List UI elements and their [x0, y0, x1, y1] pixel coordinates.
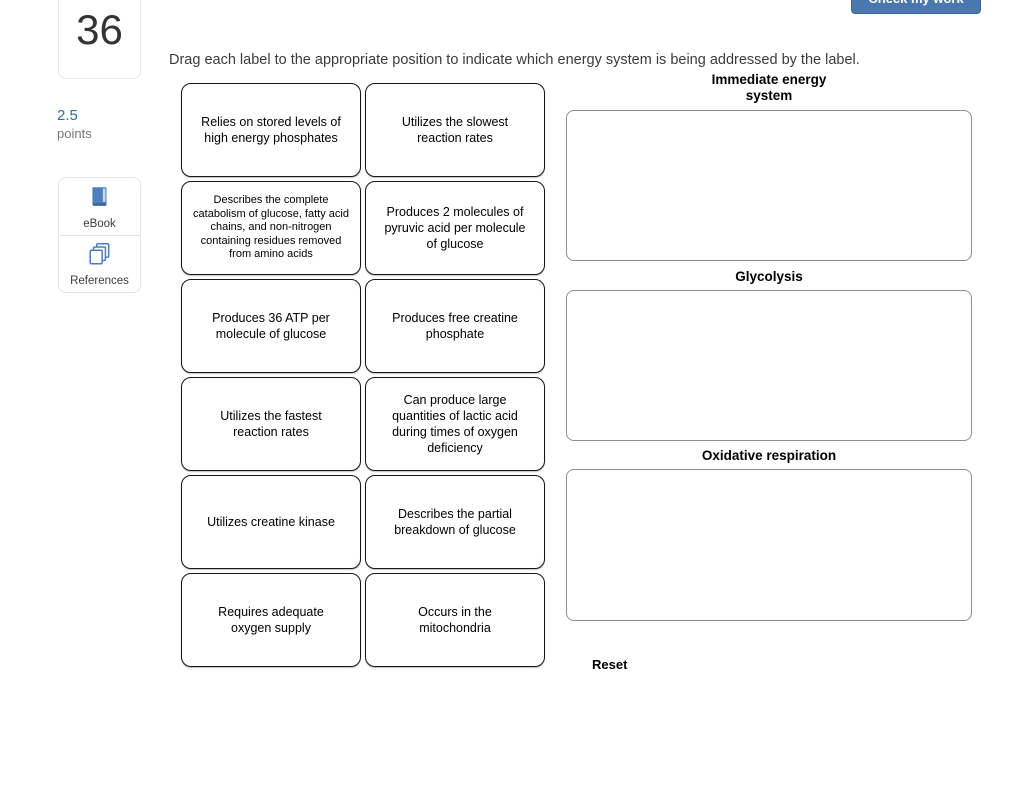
points-indicator: 2.5 points: [57, 107, 92, 142]
dropzone-immediate-energy-system[interactable]: [566, 110, 972, 261]
instruction-text: Drag each label to the appropriate posit…: [169, 52, 860, 68]
dropzone-title-oxidative-respiration: Oxidative respiration: [701, 448, 837, 463]
ebook-button[interactable]: eBook: [59, 178, 140, 235]
drag-label[interactable]: Describes the complete catabolism of glu…: [181, 181, 361, 275]
drag-label[interactable]: Utilizes the slowest reaction rates: [365, 83, 545, 177]
drag-label[interactable]: Relies on stored levels of high energy p…: [181, 83, 361, 177]
ebook-label: eBook: [83, 217, 116, 230]
drag-label[interactable]: Occurs in the mitochondria: [365, 573, 545, 667]
points-value: 2.5: [57, 107, 78, 124]
dropzone-glycolysis[interactable]: [566, 290, 972, 441]
dropzone-title-immediate-energy-system: Immediate energy system: [711, 72, 827, 103]
reset-button[interactable]: Reset: [592, 657, 628, 672]
question-number-text: 36: [76, 5, 123, 53]
dropzone-title-glycolysis: Glycolysis: [735, 269, 803, 284]
dropzone-oxidative-respiration[interactable]: [566, 469, 972, 621]
drag-label[interactable]: Produces free creatine phosphate: [365, 279, 545, 373]
points-label: points: [57, 126, 92, 141]
drag-label[interactable]: Produces 2 molecules of pyruvic acid per…: [365, 181, 545, 275]
references-button[interactable]: References: [59, 235, 140, 292]
question-number: 36: [58, 0, 141, 79]
check-my-work-button[interactable]: Check my work: [851, 0, 981, 14]
drag-label[interactable]: Produces 36 ATP per molecule of glucose: [181, 279, 361, 373]
resource-panel: eBook References: [58, 177, 141, 293]
drag-label[interactable]: Requires adequate oxygen supply: [181, 573, 361, 667]
drag-label[interactable]: Can produce large quantities of lactic a…: [365, 377, 545, 471]
label-bank: Relies on stored levels of high energy p…: [181, 83, 545, 667]
drag-label[interactable]: Utilizes creatine kinase: [181, 475, 361, 569]
references-icon: [87, 241, 113, 272]
ebook-icon: [87, 184, 113, 215]
drag-label[interactable]: Describes the partial breakdown of gluco…: [365, 475, 545, 569]
drag-label[interactable]: Utilizes the fastest reaction rates: [181, 377, 361, 471]
references-label: References: [70, 275, 129, 287]
